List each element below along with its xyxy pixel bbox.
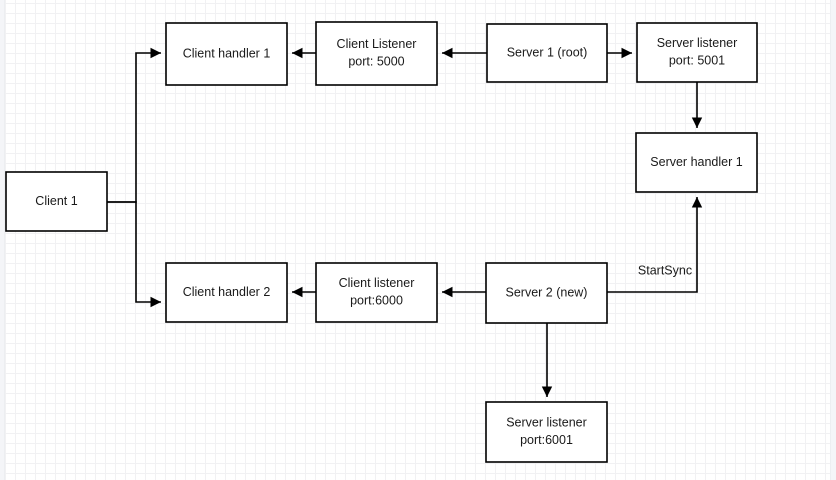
server-listener-5001-label: Server listener	[657, 36, 738, 50]
server-2-new-box[interactable]	[485, 262, 608, 324]
server-2-new[interactable]: Server 2 (new)	[485, 262, 608, 324]
edge-start-sync-line[interactable]	[607, 197, 698, 293]
canvas-right-edge	[830, 0, 836, 480]
client-handler-2-label: Client handler 2	[183, 285, 271, 299]
arrowhead	[442, 286, 453, 298]
arrowhead	[691, 117, 703, 128]
arrowhead	[150, 296, 161, 308]
edge-server-2-to-server-listener-6001[interactable]	[541, 323, 553, 397]
client-1[interactable]: Client 1	[5, 171, 108, 232]
edge-server-1-to-client-listener-5000[interactable]	[442, 47, 487, 59]
edge-client1-to-client-handler-2-line[interactable]	[107, 201, 161, 303]
edge-server-1-to-server-listener-5001[interactable]	[607, 47, 632, 59]
arrowhead	[292, 286, 303, 298]
arrowhead	[442, 47, 453, 59]
nodes-group: Client 1 Client handler 1 Client Listener p…	[5, 21, 758, 463]
client-handler-2-box[interactable]	[165, 262, 288, 323]
canvas-left-edge	[0, 0, 5, 480]
edge-server-listener-5001-to-server-handler-1[interactable]	[691, 82, 703, 128]
client-listener-5000-box[interactable]	[315, 21, 438, 86]
server-1-root-box[interactable]	[486, 23, 608, 83]
client-handler-2[interactable]: Client handler 2	[165, 262, 288, 323]
edge-labels-group: StartSync	[638, 263, 692, 277]
server-listener-6001-box[interactable]	[485, 401, 608, 463]
arrowhead	[541, 386, 553, 397]
client-handler-1[interactable]: Client handler 1	[165, 22, 288, 86]
edge-server-2-to-client-listener-6000[interactable]	[442, 286, 486, 298]
server-listener-5001-label: port: 5001	[669, 54, 725, 68]
arrowhead	[150, 47, 161, 59]
client-handler-1-box[interactable]	[165, 22, 288, 86]
client-listener-5000[interactable]: Client Listener port: 5000	[315, 21, 438, 86]
edge-client1-to-client-handler-1-line[interactable]	[107, 52, 161, 203]
server-1-root[interactable]: Server 1 (root)	[486, 23, 608, 83]
server-2-new-label: Server 2 (new)	[506, 285, 588, 299]
server-listener-5001-box[interactable]	[636, 22, 758, 83]
arrowhead	[292, 47, 303, 59]
server-handler-1-box[interactable]	[635, 132, 758, 193]
client-listener-6000-box[interactable]	[315, 262, 438, 323]
server-listener-5001[interactable]: Server listener port: 5001	[636, 22, 758, 83]
edge-start-sync[interactable]	[607, 197, 703, 293]
client-listener-5000-label: port: 5000	[348, 55, 404, 69]
client-listener-5000-label: Client Listener	[337, 37, 417, 51]
server-handler-1-label: Server handler 1	[650, 155, 742, 169]
client-listener-6000-label: Client listener	[339, 276, 415, 290]
arrowhead	[691, 197, 703, 208]
edge-client1-to-client-handler-1[interactable]	[107, 47, 161, 203]
edge-client-listener-6000-to-client-handler-2[interactable]	[292, 286, 316, 298]
client-1-box[interactable]	[5, 171, 108, 232]
edge-client-listener-5000-to-client-handler-1[interactable]	[292, 47, 316, 59]
server-handler-1[interactable]: Server handler 1	[635, 132, 758, 193]
server-1-root-label: Server 1 (root)	[507, 45, 588, 59]
client-listener-6000[interactable]: Client listener port:6000	[315, 262, 438, 323]
client-handler-1-label: Client handler 1	[183, 46, 271, 60]
edges-group	[107, 47, 703, 397]
server-listener-6001-label: port:6001	[520, 433, 573, 447]
start-sync-label: StartSync	[638, 263, 692, 277]
server-listener-6001[interactable]: Server listener port:6001	[485, 401, 608, 463]
arrowhead	[621, 47, 632, 59]
client-listener-6000-label: port:6000	[350, 294, 403, 308]
client-1-label: Client 1	[35, 194, 77, 208]
server-listener-6001-label: Server listener	[506, 416, 587, 430]
edge-client1-to-client-handler-2[interactable]	[107, 201, 161, 308]
